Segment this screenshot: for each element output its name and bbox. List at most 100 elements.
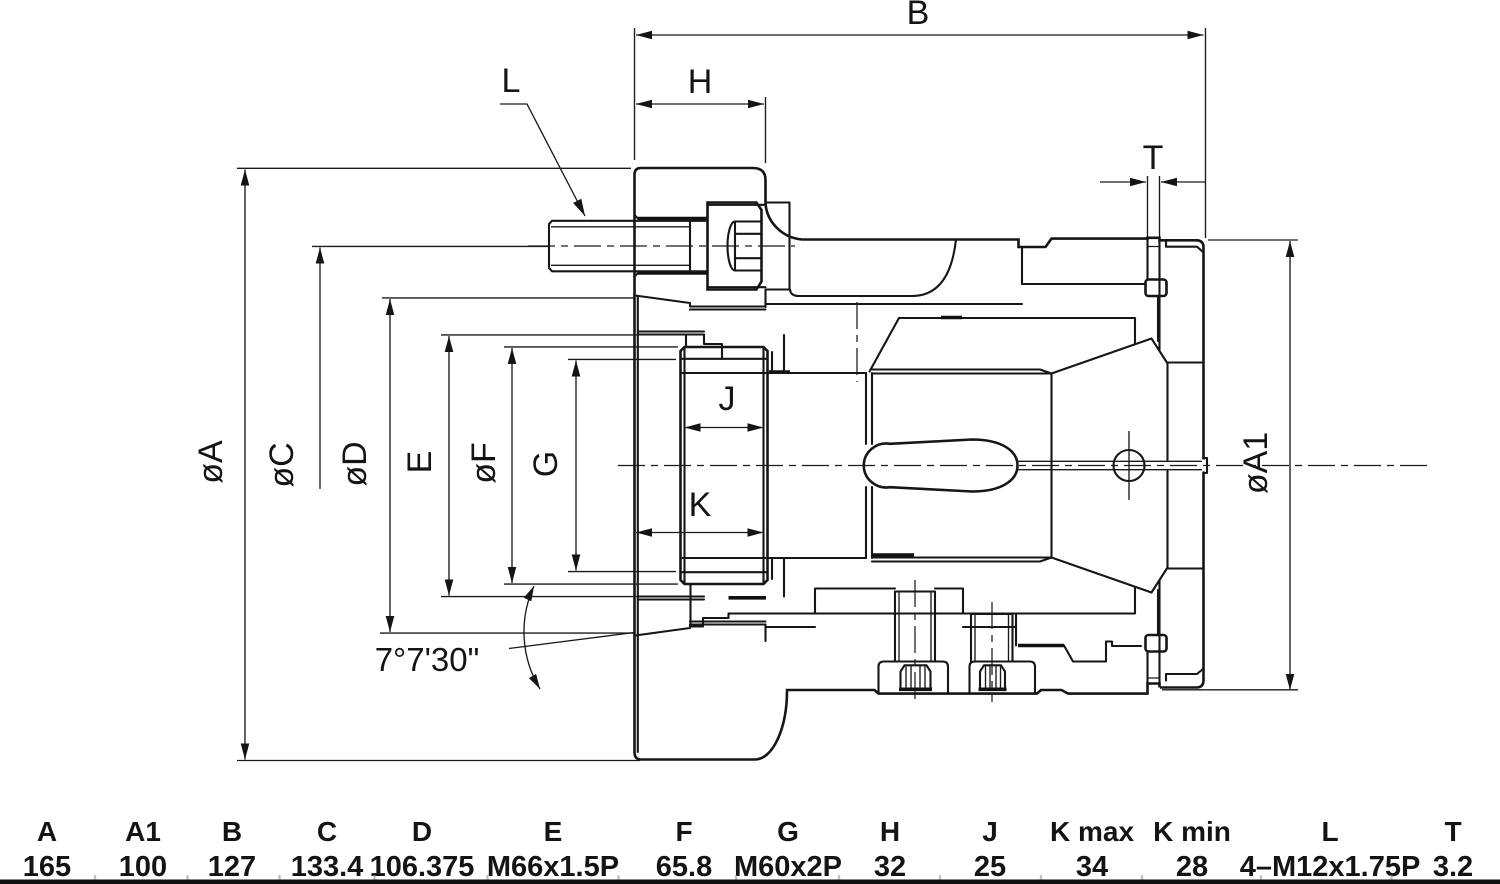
shape <box>1130 177 1146 187</box>
thin-line <box>1147 245 1160 679</box>
thin-line <box>905 666 926 688</box>
part-edge <box>764 201 791 291</box>
shape <box>568 358 676 573</box>
part-edge <box>770 333 786 598</box>
shape <box>571 554 581 571</box>
thin-line <box>984 666 1002 688</box>
dim-label-G: G <box>527 451 565 477</box>
shape <box>523 586 534 602</box>
table-header-G: G <box>777 816 799 847</box>
table-header-E: E <box>544 816 563 847</box>
bolt-socket-head <box>547 201 958 298</box>
dim-label-B: B <box>907 0 930 32</box>
part-edge <box>877 660 950 695</box>
part-edge <box>689 582 730 628</box>
part-edge <box>733 220 763 272</box>
dim-label-A1: øA1 <box>1237 432 1275 494</box>
shape <box>507 348 517 364</box>
dimension-arrows <box>240 30 1295 760</box>
collet <box>862 337 1204 594</box>
shape <box>636 97 767 163</box>
rear-details <box>1014 237 1205 685</box>
shape <box>1285 674 1295 690</box>
dim-label-K: K <box>689 486 712 524</box>
dim-label-T: T <box>1143 139 1164 177</box>
shape <box>500 103 586 217</box>
shape <box>385 299 395 315</box>
dim-label-A: øA <box>192 440 230 484</box>
part-edge <box>1164 239 1205 682</box>
part-outline <box>1144 633 1168 653</box>
shape <box>315 247 325 264</box>
thin-line <box>551 226 690 266</box>
thin-line <box>974 614 1010 662</box>
shape <box>373 875 376 880</box>
shape <box>93 875 97 880</box>
shape <box>380 297 635 634</box>
dim-label-J: J <box>719 380 736 418</box>
shape <box>312 245 548 489</box>
dim-label-angle: 7°7'30" <box>375 641 480 678</box>
shape <box>528 673 540 689</box>
table-header-K-max: K max <box>1050 816 1134 847</box>
table-value-K-min: 28 <box>1176 851 1208 883</box>
table-value-J: 25 <box>974 851 1006 883</box>
table-value-H: 32 <box>874 851 906 883</box>
table-header-C: C <box>317 816 337 847</box>
dimension-table: A A1 B C D E F G H J K max K min L T 165… <box>0 816 1500 884</box>
heavy-edge <box>728 370 790 600</box>
dim-label-H: H <box>688 63 713 101</box>
dimensions: B H L T øA øC øD E øF G J K øA1 7°7'30" <box>192 0 1298 762</box>
shape <box>444 336 454 352</box>
part-edge <box>868 316 1137 373</box>
shape <box>444 579 454 596</box>
shape <box>571 360 581 377</box>
table-header-L: L <box>1321 816 1338 847</box>
table-value-K-max: 34 <box>1076 851 1108 883</box>
part-outline <box>633 276 1205 761</box>
table-header-T: T <box>1444 816 1461 847</box>
table-header-D: D <box>412 816 432 847</box>
part-outline <box>706 201 763 291</box>
table-header-K-min: K min <box>1153 816 1231 847</box>
center-lines <box>528 245 1428 702</box>
shape <box>636 528 652 537</box>
table-value-L: 4–M12x1.75P <box>1240 851 1421 883</box>
part-edge <box>1020 245 1147 286</box>
part-edge <box>870 556 1053 563</box>
table-value-G: M60x2P <box>734 851 842 883</box>
shape <box>1285 241 1295 257</box>
dim-label-L: L <box>502 62 521 100</box>
table-header-H: H <box>880 816 900 847</box>
shape <box>523 585 541 690</box>
shape <box>747 528 764 537</box>
part-outline <box>1144 278 1168 298</box>
flange-and-body-internals <box>633 178 1024 643</box>
part-edge <box>633 213 640 278</box>
shape <box>938 875 942 880</box>
shape <box>633 28 1207 238</box>
shape <box>1039 875 1043 880</box>
shape <box>486 875 489 880</box>
heavy-edge <box>638 216 708 275</box>
shape <box>240 169 250 186</box>
shape <box>1259 875 1263 880</box>
part-edge <box>1062 640 1143 663</box>
shape <box>734 875 738 880</box>
shape <box>508 631 635 650</box>
table-header-B: B <box>222 816 242 847</box>
part-edge <box>1166 361 1204 570</box>
shape <box>684 423 701 432</box>
shape <box>186 875 189 880</box>
table-value-C: 133.4 <box>291 851 364 883</box>
shape <box>747 423 764 432</box>
part-edge <box>636 330 724 360</box>
dim-label-F: øF <box>465 442 503 484</box>
body-nose-and-thread <box>679 333 868 600</box>
part-outline <box>862 438 1019 493</box>
part-outline <box>633 166 1209 761</box>
table-value-T: 3.2 <box>1433 851 1473 883</box>
table-value-E: M66x1.5P <box>487 851 619 883</box>
shape <box>1161 177 1177 187</box>
